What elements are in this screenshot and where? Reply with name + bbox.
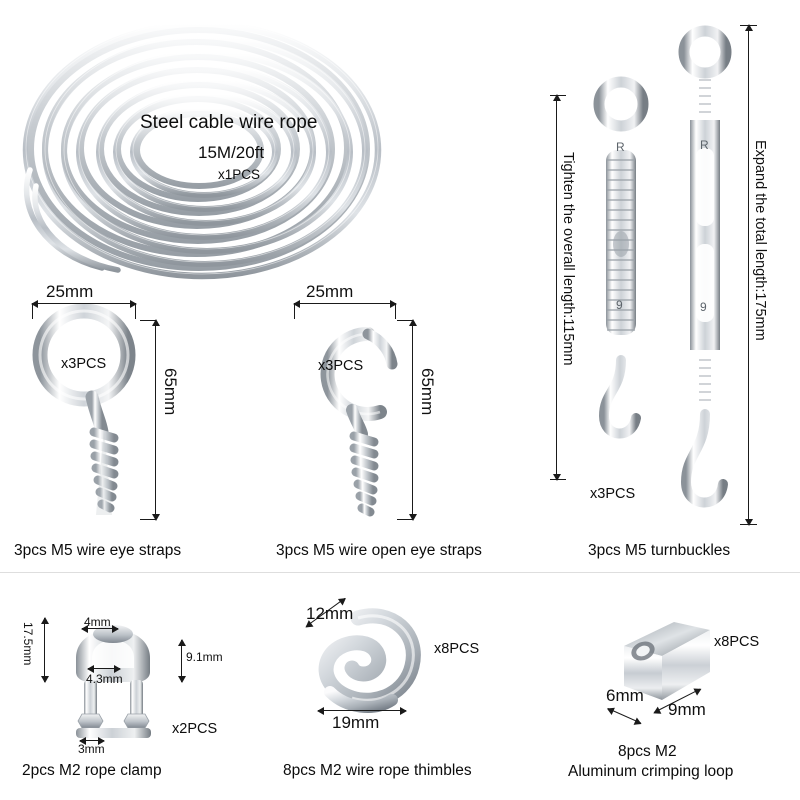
turnbuckle-long-length-arrow [745, 24, 753, 526]
thimble-caption: 8pcs M2 wire rope thimbles [283, 762, 472, 779]
turnbuckle-short-length-arrow [553, 94, 561, 481]
open-eye-strap-qty: x3PCS [318, 358, 364, 374]
eye-strap-height-tick-top [140, 320, 156, 322]
section-divider [0, 572, 800, 573]
clamp-bottom-width-arrow [79, 737, 105, 745]
thimble-illustration [300, 604, 450, 724]
wire-rope-qty: x1PCS [218, 167, 261, 182]
open-eye-strap-height-arrow [409, 319, 417, 521]
clamp-right-height-label: 9.1mm [186, 650, 223, 664]
crimp-right-dim-label: 9mm [668, 700, 706, 719]
turnbuckle-short-tick-bottom [550, 479, 566, 481]
open-eye-strap-caption: 3pcs M5 wire open eye straps [276, 542, 482, 559]
thimble-bottom-dim-arrow [317, 707, 407, 715]
clamp-right-height-arrow [178, 639, 186, 683]
eye-strap-height-tick-bottom [140, 519, 156, 521]
crimp-caption-line2: Aluminum crimping loop [568, 763, 734, 780]
wire-rope-coil-illustration [6, 10, 406, 282]
thimble-qty: x8PCS [434, 641, 480, 657]
eye-strap-height-label: 65mm [161, 368, 180, 416]
crimping-loop-illustration [600, 612, 740, 712]
eye-strap-height-arrow [152, 319, 160, 521]
eye-strap-width-tick-right [135, 303, 137, 319]
clamp-qty: x2PCS [172, 721, 218, 737]
turnbuckle-short-length-label: Tighten the overall length:115mm [560, 152, 576, 370]
turnbuckle-long-tick-top [740, 25, 757, 27]
eye-strap-width-tick-left [32, 303, 34, 319]
eye-strap-illustration [22, 300, 202, 535]
clamp-inner-width-arrow [87, 665, 121, 673]
eye-strap-width-arrow [31, 300, 137, 308]
open-eye-strap-width-tick-right [395, 303, 397, 319]
open-eye-strap-width-label: 25mm [306, 282, 354, 301]
turnbuckle-right-stamp-9: 9 [700, 300, 707, 314]
eye-strap-caption: 3pcs M5 wire eye straps [14, 542, 182, 559]
turnbuckle-long-length-label: Expand the total length:175mm [752, 140, 768, 345]
wire-rope-length: 15M/20ft [198, 143, 265, 162]
open-eye-strap-height-tick-top [397, 320, 413, 322]
turnbuckle-long-tick-bottom [740, 524, 757, 526]
open-eye-strap-height-tick-bottom [397, 519, 413, 521]
turnbuckle-qty: x3PCS [590, 486, 636, 502]
clamp-height-arrow [41, 617, 49, 683]
turnbuckle-short-length-text: Tighten the overall length:115mm [560, 152, 576, 366]
wire-rope-title: Steel cable wire rope [140, 112, 318, 133]
clamp-inner-width-label: 4.3mm [86, 672, 123, 686]
eye-strap-qty: x3PCS [61, 356, 107, 372]
turnbuckle-caption: 3pcs M5 turnbuckles [588, 542, 731, 559]
turnbuckle-right-stamp-r: R [700, 138, 709, 152]
turnbuckle-short-tick-top [550, 95, 566, 97]
clamp-top-width-label: 4mm [84, 615, 111, 629]
clamp-bottom-width-label: 3mm [78, 742, 105, 756]
thimble-bottom-dim-label: 19mm [332, 713, 380, 732]
turnbuckle-long-length-text: Expand the total length:175mm [752, 140, 768, 341]
open-eye-strap-height-label: 65mm [418, 368, 437, 416]
crimp-caption-line1: 8pcs M2 [618, 743, 677, 760]
clamp-caption: 2pcs M2 rope clamp [22, 762, 162, 779]
open-eye-strap-illustration [282, 300, 462, 535]
crimp-left-dim-label: 6mm [606, 686, 644, 705]
clamp-height-label: 17.5mm [21, 622, 35, 666]
crimp-qty: x8PCS [714, 634, 760, 650]
turnbuckle-left-stamp-r: R [616, 140, 625, 154]
open-eye-strap-width-tick-left [294, 303, 296, 319]
turnbuckle-illustration [570, 20, 780, 540]
turnbuckle-left-stamp-9: 9 [616, 298, 623, 312]
thimble-top-dim-label: 12mm [306, 604, 354, 623]
clamp-top-width-arrow [81, 625, 119, 633]
open-eye-strap-width-arrow [293, 300, 397, 308]
eye-strap-width-label: 25mm [46, 282, 94, 301]
